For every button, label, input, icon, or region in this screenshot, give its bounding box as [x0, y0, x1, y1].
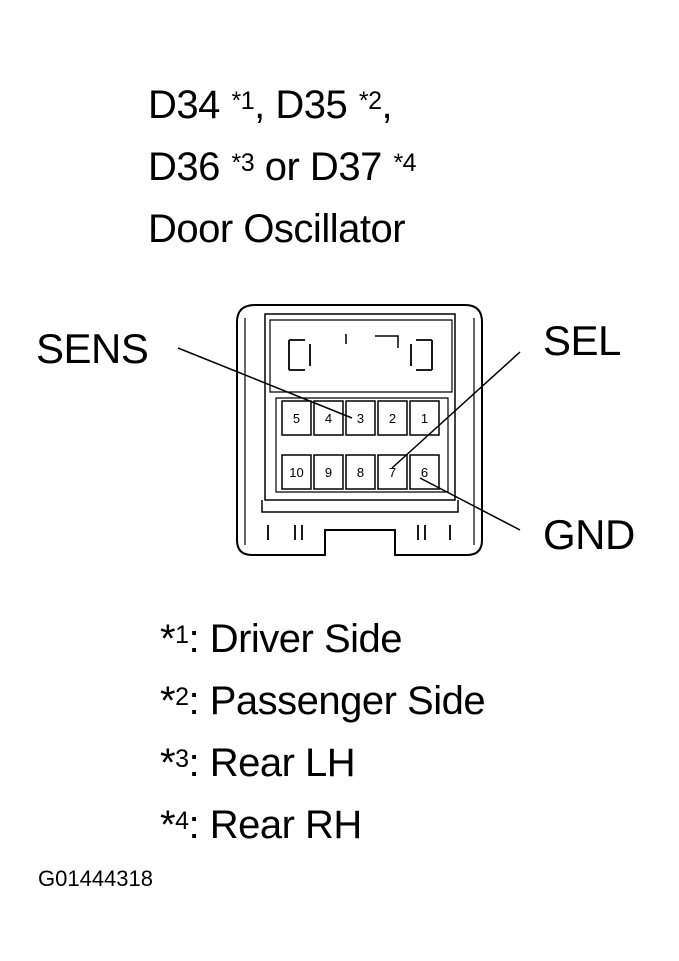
pin-cavity	[313, 454, 344, 490]
figure-code: G01444318	[38, 866, 153, 891]
pin-cavity	[281, 454, 312, 490]
note-item: *2: Passenger Side	[160, 679, 486, 723]
pin-cavity	[345, 454, 376, 490]
pin-number: 9	[325, 465, 332, 480]
note-item: *1: Driver Side	[160, 617, 403, 661]
pin-number: 5	[293, 411, 300, 426]
title-line-2: D36 *3 or D37 *4	[148, 145, 417, 189]
connector-housing-outline	[236, 304, 483, 556]
connector-title: D34 *1, D35 *2, D36 *3 or D37 *4 Door Os…	[148, 74, 417, 260]
note-item: *4: Rear RH	[160, 803, 362, 847]
connector-inner-body	[264, 313, 456, 501]
pin-cavity	[409, 454, 440, 490]
pin-number: 4	[325, 411, 332, 426]
pin-number: 1	[421, 411, 428, 426]
sel-leader-line	[391, 351, 521, 469]
pin-cavity	[313, 400, 344, 436]
pin-number: 7	[389, 465, 396, 480]
pin-number: 6	[421, 465, 428, 480]
pin-cavity	[345, 400, 376, 436]
connector-bottom-row: 10 9 8 7 6	[281, 454, 440, 490]
gnd-leader-line	[419, 477, 521, 531]
pin-cavity	[409, 400, 440, 436]
pin-cavity	[377, 454, 408, 490]
title-line-3: Door Oscillator	[148, 207, 406, 251]
gnd-label: GND	[543, 511, 635, 558]
pin-number: 8	[357, 465, 364, 480]
title-line-1: D34 *1, D35 *2,	[148, 83, 393, 127]
pin-number: 10	[289, 465, 303, 480]
connector-top-row: 5 4 3 2 1	[281, 400, 440, 436]
sel-label: SEL	[543, 317, 621, 364]
pin-cavity	[377, 400, 408, 436]
sens-leader-line	[177, 347, 353, 419]
right-latch-bracket	[410, 339, 433, 371]
sens-label: SENS	[36, 325, 149, 372]
pin-number: 3	[357, 411, 364, 426]
pin-number: 2	[389, 411, 396, 426]
pin-cavity	[281, 400, 312, 436]
left-latch-bracket	[288, 339, 311, 371]
note-item: *3: Rear LH	[160, 741, 356, 785]
notes-list: *1: Driver Side *2: Passenger Side *3: R…	[160, 608, 486, 856]
